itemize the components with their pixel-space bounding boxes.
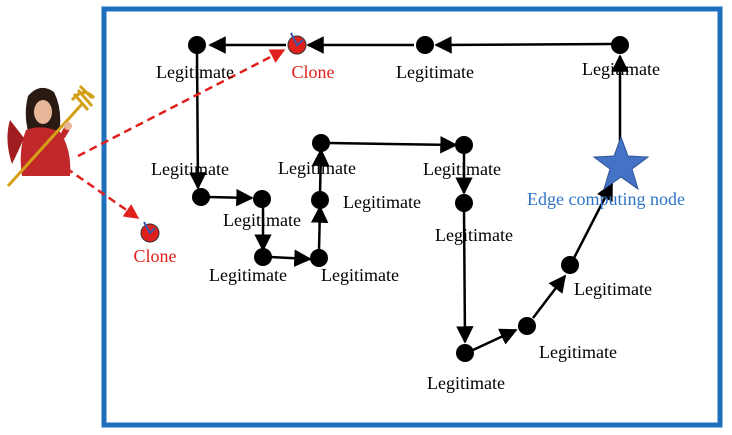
label-n12: Legitimate: [427, 373, 505, 393]
node-n6: [254, 248, 272, 266]
label-n10: Legitimate: [423, 159, 501, 179]
label-n11: Legitimate: [435, 225, 513, 245]
legitimate-nodes: [188, 36, 629, 362]
node-n8: [311, 191, 329, 209]
label-clone-left: Clone: [134, 246, 177, 266]
node-n5: [253, 190, 271, 208]
node-n9: [312, 134, 330, 152]
label-n5: Legitimate: [223, 210, 301, 230]
attacker-devil-icon: [6, 84, 96, 188]
node-labels: Legitimate Legitimate Legitimate Legitim…: [151, 59, 660, 393]
node-n3: [188, 36, 206, 54]
node-n14: [561, 256, 579, 274]
label-n13: Legitimate: [539, 342, 617, 362]
label-n6: Legitimate: [209, 265, 287, 285]
edge-node-star-icon: [592, 135, 650, 191]
label-n14: Legitimate: [574, 279, 652, 299]
network-frame: [101, 6, 723, 428]
node-n1: [611, 36, 629, 54]
label-n8: Legitimate: [343, 192, 421, 212]
label-edge-node: Edge computing node: [527, 189, 685, 209]
node-n4: [192, 188, 210, 206]
route-path: [189, 36, 629, 352]
node-n12: [456, 344, 474, 362]
label-clone-top: Clone: [292, 62, 335, 82]
label-n4: Legitimate: [151, 159, 229, 179]
clone-node-top: [287, 32, 307, 55]
label-n3: Legitimate: [156, 62, 234, 82]
clone-node-left: [140, 221, 160, 243]
node-n7: [310, 249, 328, 267]
node-n2: [416, 36, 434, 54]
node-n13: [518, 317, 536, 335]
label-n9: Legitimate: [278, 158, 356, 178]
label-n2: Legitimate: [396, 62, 474, 82]
node-n11: [455, 194, 473, 212]
label-n1: Legitimate: [582, 59, 660, 79]
node-n10: [455, 136, 473, 154]
attack-paths: [65, 48, 286, 220]
label-n7: Legitimate: [321, 265, 399, 285]
